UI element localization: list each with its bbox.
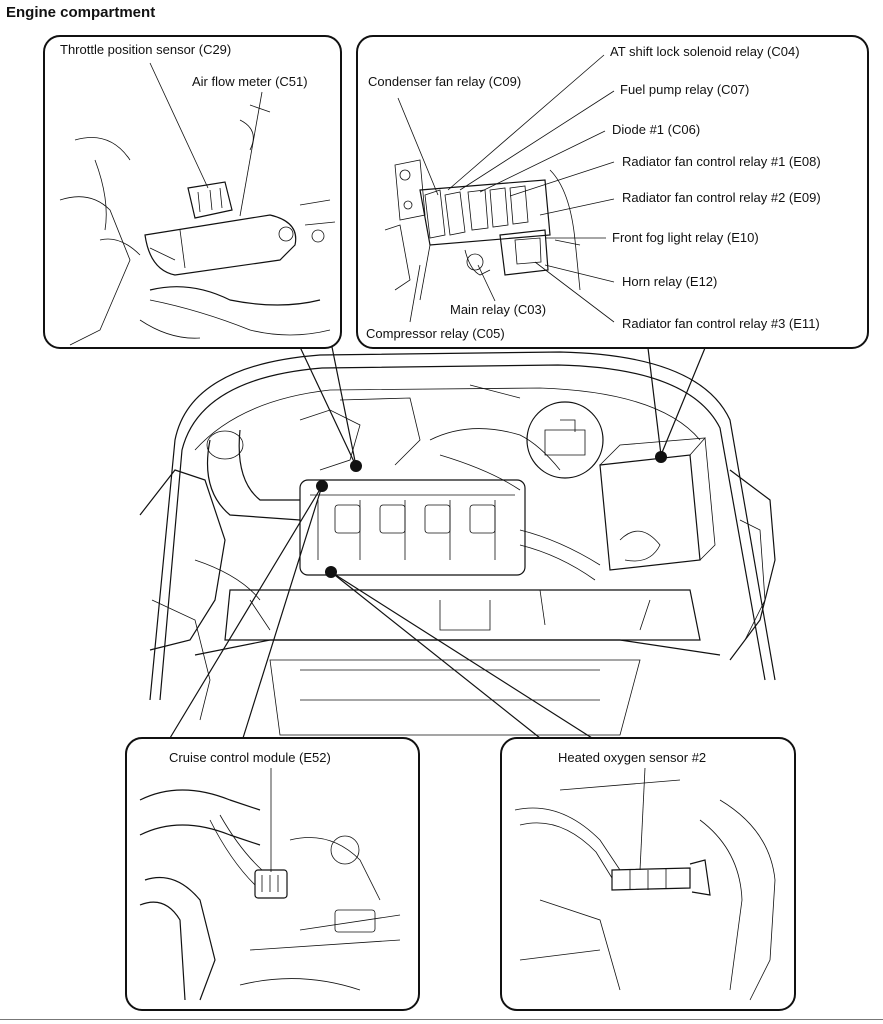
label-condenser-fan-relay: Condenser fan relay (C09) — [368, 74, 522, 89]
throttle-location-marker — [350, 460, 362, 472]
cruise-panel — [125, 737, 420, 1011]
label-heated-oxygen-sensor: Heated oxygen sensor #2 — [558, 750, 707, 765]
bottom-divider — [0, 1019, 883, 1020]
label-main-relay: Main relay (C03) — [450, 302, 547, 317]
throttle-panel — [43, 35, 342, 349]
engine-bay-illustration — [139, 351, 776, 736]
label-fuel-pump-relay: Fuel pump relay (C07) — [620, 82, 750, 97]
label-radiator-fan-relay-3: Radiator fan control relay #3 (E11) — [622, 316, 820, 331]
label-front-fog-light-relay: Front fog light relay (E10) — [612, 230, 759, 245]
label-compressor-relay: Compressor relay (C05) — [366, 326, 505, 341]
label-diode-1: Diode #1 (C06) — [612, 122, 701, 137]
relay-box-location-marker — [655, 451, 667, 463]
cruise-module-location-marker — [316, 480, 328, 492]
label-cruise-control-module: Cruise control module (E52) — [169, 750, 331, 765]
oxygen-sensor-location-marker — [325, 566, 337, 578]
label-air-flow-meter: Air flow meter (C51) — [192, 74, 308, 89]
leader-lines — [169, 346, 706, 739]
oxygen-panel — [500, 737, 796, 1011]
label-radiator-fan-relay-1: Radiator fan control relay #1 (E08) — [622, 154, 821, 169]
relay-box-panel — [356, 35, 869, 349]
label-at-shift-lock-relay: AT shift lock solenoid relay (C04) — [610, 44, 800, 59]
page-title: Engine compartment — [6, 4, 156, 21]
label-throttle-position-sensor: Throttle position sensor (C29) — [60, 42, 232, 57]
label-radiator-fan-relay-2: Radiator fan control relay #2 (E09) — [622, 190, 821, 205]
label-horn-relay: Horn relay (E12) — [622, 274, 718, 289]
